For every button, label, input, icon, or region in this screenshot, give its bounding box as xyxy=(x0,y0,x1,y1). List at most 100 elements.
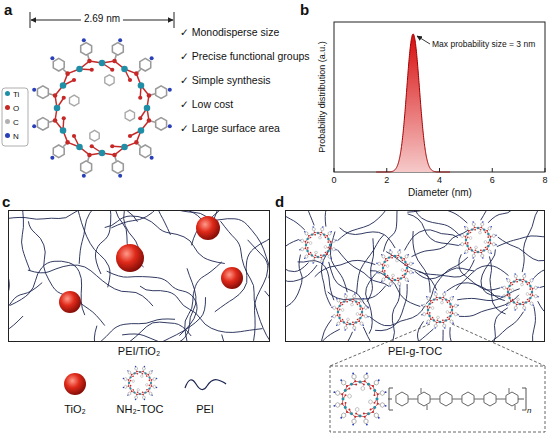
bond-line xyxy=(453,306,455,307)
oxygen-atom xyxy=(72,134,76,138)
polymer-network xyxy=(9,211,269,341)
nitrogen-atom xyxy=(490,226,492,228)
bond-line xyxy=(487,249,488,250)
oxygen-atom xyxy=(528,282,530,284)
nitrogen-atom xyxy=(151,370,152,371)
bond-line xyxy=(430,300,431,301)
polymer-chain xyxy=(326,332,352,341)
titanium-atom xyxy=(139,393,141,395)
polymer-chain xyxy=(456,265,509,289)
benzene-ring xyxy=(409,271,412,274)
oxygen-atom xyxy=(87,59,92,64)
oxygen-atom xyxy=(522,301,524,303)
polymer-chain xyxy=(538,301,544,341)
titanium-atom xyxy=(367,412,370,415)
bond-line xyxy=(453,313,455,314)
legend-entry: PEI xyxy=(196,403,214,416)
bond-line xyxy=(404,277,405,278)
nitrogen-atom xyxy=(381,280,383,282)
oxygen-atom xyxy=(404,264,406,266)
oxygen-atom xyxy=(128,379,130,381)
nitrogen-atom xyxy=(135,399,136,400)
feature-item: ✓ Monodisperse size xyxy=(180,26,279,38)
bond-line xyxy=(359,302,360,303)
nitrogen-atom xyxy=(421,314,423,316)
titanium-atom xyxy=(508,297,510,299)
bond-line xyxy=(304,248,306,249)
oxygen-atom xyxy=(532,295,534,297)
oxygen-atom xyxy=(325,237,327,239)
tick-label: 2 xyxy=(384,175,389,185)
benzene-ring xyxy=(321,228,324,231)
axis-tick xyxy=(545,168,546,172)
oxygen-atom xyxy=(130,385,131,386)
oxygen-atom xyxy=(427,313,429,315)
benzene-ring xyxy=(333,315,336,318)
axis-tick xyxy=(386,168,387,172)
nitrogen-atom xyxy=(299,239,301,241)
benzene-ring xyxy=(153,378,156,381)
benzene-ring xyxy=(156,86,167,99)
titanium-atom xyxy=(121,66,128,73)
nitrogen-atom xyxy=(472,221,474,223)
oxygen-atom xyxy=(449,312,451,314)
benzene-ring xyxy=(396,392,408,406)
nitrogen-atom xyxy=(434,291,436,293)
oxygen-atom xyxy=(432,317,434,319)
titanium-atom xyxy=(376,398,379,401)
nitrogen-atom xyxy=(381,254,383,256)
panel-letter: c xyxy=(2,193,10,210)
titanium-atom xyxy=(355,300,357,302)
benzene-ring xyxy=(336,391,340,396)
benzene-ring xyxy=(305,232,308,235)
benzene-ring xyxy=(382,255,385,258)
benzene-ring xyxy=(333,306,336,309)
toc-cluster xyxy=(459,221,497,259)
oxygen-atom xyxy=(62,116,66,120)
titanium-atom xyxy=(76,144,83,151)
pei-sample xyxy=(185,380,226,390)
polymer-chain xyxy=(366,274,376,334)
bond-line xyxy=(363,308,365,309)
titanium-atom xyxy=(404,273,406,275)
oxygen-atom xyxy=(430,300,432,302)
benzene-ring xyxy=(530,302,533,305)
titanium-atom xyxy=(439,297,441,299)
nitrogen-atom xyxy=(459,234,461,236)
polymer-chain xyxy=(413,231,430,293)
bond-line xyxy=(426,306,428,307)
feature-item: ✓ Precise functional groups xyxy=(180,50,310,62)
titanium-atom xyxy=(361,311,363,313)
benzene-ring xyxy=(380,391,384,396)
polymer-chain xyxy=(447,283,505,301)
oxygen-atom xyxy=(326,235,328,237)
titanium-atom xyxy=(449,303,451,305)
titanium-atom xyxy=(531,291,533,293)
benzene-ring xyxy=(511,289,514,292)
bond-line xyxy=(331,248,333,249)
nitrogen-atom xyxy=(335,249,337,251)
bond-line xyxy=(427,405,428,410)
titanium-atom xyxy=(139,371,141,373)
benzene-ring xyxy=(462,392,474,406)
bond-line xyxy=(327,254,328,255)
bond-line xyxy=(533,288,535,289)
nitrogen-atom xyxy=(336,324,338,326)
oxygen-atom xyxy=(112,59,117,64)
legend-text: TiO₂ xyxy=(64,403,86,415)
oxygen-atom xyxy=(370,387,372,389)
oxygen-atom xyxy=(357,319,359,321)
oxygen-atom xyxy=(528,300,530,302)
oxygen-atom xyxy=(359,308,361,310)
oxygen-atom xyxy=(448,300,450,302)
bond-line xyxy=(464,236,466,237)
oxygen-atom xyxy=(346,324,348,326)
benzene-ring xyxy=(401,269,404,272)
polymer-chain xyxy=(215,211,269,312)
nitrogen-atom xyxy=(506,278,508,280)
oxygen-atom xyxy=(527,284,529,286)
oxygen-atom xyxy=(325,252,327,254)
bond-line xyxy=(304,241,306,242)
nitrogen-atom xyxy=(150,156,154,160)
oxygen-atom xyxy=(137,373,138,374)
